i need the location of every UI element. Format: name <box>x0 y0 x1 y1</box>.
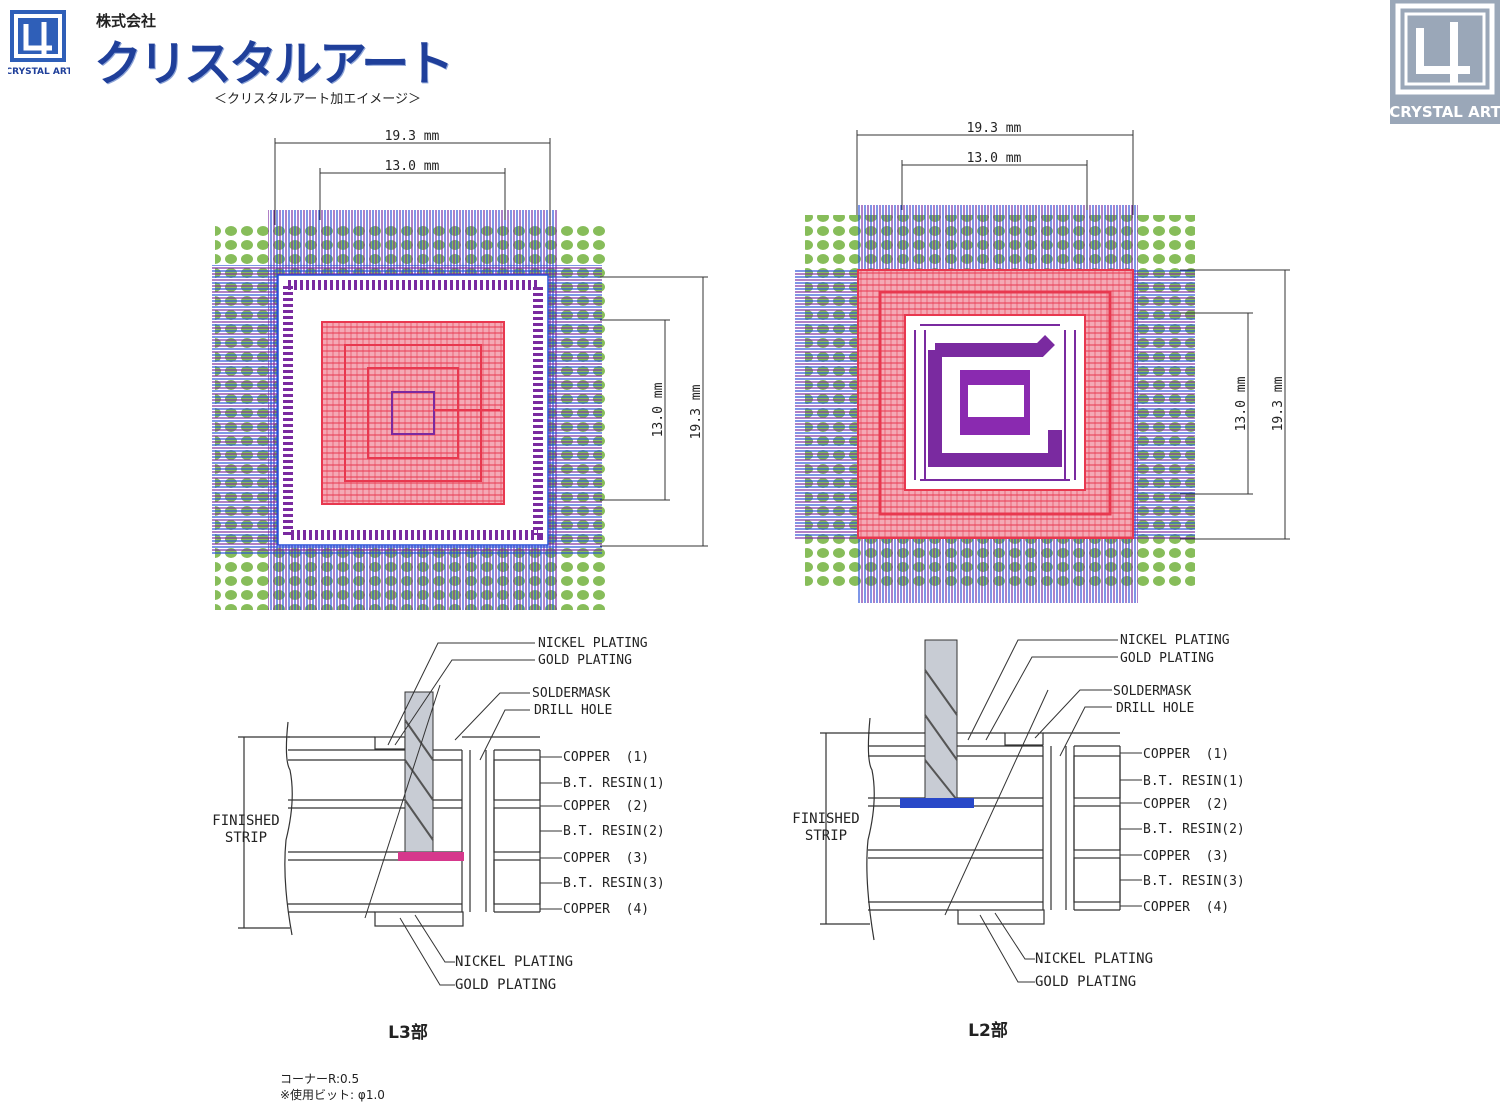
right-chip-dimensions <box>856 130 1290 540</box>
left-layer-copper-2: COPPER (2) <box>563 799 649 814</box>
right-label-gold-bottom: GOLD PLATING <box>1035 974 1136 990</box>
right-layer-copper-4: COPPER (4) <box>1143 900 1229 915</box>
left-dim-outer-h: 19.3 mm <box>385 129 440 144</box>
right-caption: L2部 <box>968 1020 1008 1041</box>
left-layer-resin-1: B.T. RESIN(1) <box>563 776 665 791</box>
right-chip-layout <box>795 205 1195 603</box>
right-layer-copper-3: COPPER (3) <box>1143 849 1229 864</box>
logo-text: CRYSTAL ART <box>8 67 70 77</box>
left-label-gold-bottom: GOLD PLATING <box>455 977 556 993</box>
crystal-art-logo-large: CRYSTAL ART <box>1389 0 1500 124</box>
left-finished-label-1: FINISHED <box>212 813 279 829</box>
right-layer-resin-1: B.T. RESIN(1) <box>1143 774 1245 789</box>
left-drill-bit <box>404 691 434 853</box>
left-finished-label-2: STRIP <box>225 830 267 846</box>
right-dim-outer-v: 19.3 mm <box>1271 376 1286 431</box>
right-drill-bit <box>924 639 958 801</box>
left-label-nickel-top: NICKEL PLATING <box>538 636 648 651</box>
right-dim-outer-h: 19.3 mm <box>967 121 1022 136</box>
right-leader-lines <box>944 639 1142 983</box>
note-corner-radius: コーナーR:0.5 <box>280 1072 359 1086</box>
right-label-nickel-bottom: NICKEL PLATING <box>1035 951 1153 967</box>
left-layer-resin-2: B.T. RESIN(2) <box>563 824 665 839</box>
right-label-soldermask: SOLDERMASK <box>1113 684 1191 699</box>
right-layer-copper-1: COPPER (1) <box>1143 747 1229 762</box>
left-label-drill-hole: DRILL HOLE <box>534 703 612 718</box>
brand-name: クリスタルアート <box>94 36 454 92</box>
left-chip-dimensions <box>274 138 708 547</box>
note-drill-bit: ※使用ビット: φ1.0 <box>280 1087 385 1102</box>
left-chip-layout <box>212 210 605 610</box>
right-finished-label-1: FINISHED <box>792 811 859 827</box>
company-type-label: 株式会社 <box>96 12 157 30</box>
right-cross-section <box>820 717 1121 941</box>
right-dim-inner-v: 13.0 mm <box>1234 376 1249 431</box>
left-label-nickel-bottom: NICKEL PLATING <box>455 954 573 970</box>
left-dim-inner-v: 13.0 mm <box>651 382 666 437</box>
left-layer-copper-4: COPPER (4) <box>563 902 649 917</box>
left-magenta-depth-mark <box>398 852 464 861</box>
right-label-nickel-top: NICKEL PLATING <box>1120 633 1230 648</box>
right-layer-copper-2: COPPER (2) <box>1143 797 1229 812</box>
right-blue-depth-mark <box>900 798 974 808</box>
logo-text-large: CRYSTAL ART <box>1390 103 1500 121</box>
left-caption: L3部 <box>388 1022 428 1043</box>
left-dim-inner-h: 13.0 mm <box>385 159 440 174</box>
left-layer-copper-3: COPPER (3) <box>563 851 649 866</box>
left-layer-resin-3: B.T. RESIN(3) <box>563 876 665 891</box>
right-layer-resin-3: B.T. RESIN(3) <box>1143 874 1245 889</box>
crystal-art-logo-small: CRYSTAL ART <box>6 8 73 78</box>
page-subtitle: ＜クリスタルアート加エイメージ＞ <box>214 92 421 107</box>
left-dim-outer-v: 19.3 mm <box>689 384 704 439</box>
right-label-gold-top: GOLD PLATING <box>1120 651 1214 666</box>
left-label-gold-top: GOLD PLATING <box>538 653 632 668</box>
right-finished-label-2: STRIP <box>805 828 847 844</box>
left-layer-copper-1: COPPER (1) <box>563 750 649 765</box>
right-layer-resin-2: B.T. RESIN(2) <box>1143 822 1245 837</box>
right-dim-inner-h: 13.0 mm <box>967 151 1022 166</box>
left-cross-section <box>238 721 541 936</box>
left-label-soldermask: SOLDERMASK <box>532 686 610 701</box>
left-leader-lines <box>364 642 562 986</box>
right-label-drill-hole: DRILL HOLE <box>1116 701 1194 716</box>
